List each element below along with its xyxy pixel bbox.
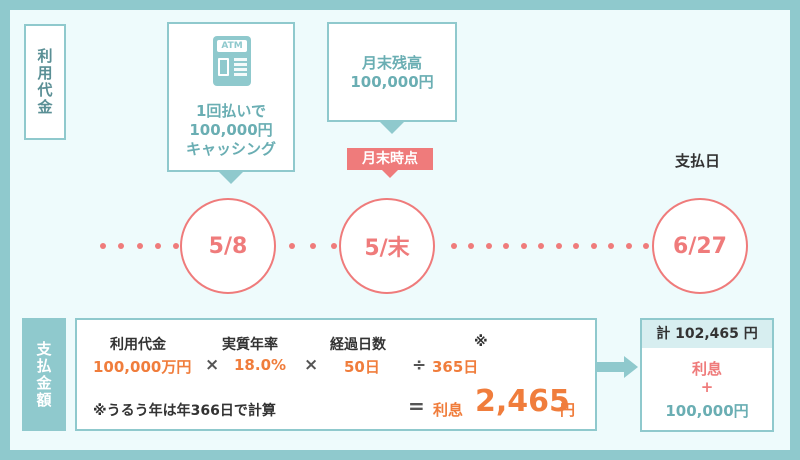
payment-day-label: 支払日 xyxy=(675,152,721,170)
timeline-dot xyxy=(485,243,492,249)
timeline-dot xyxy=(608,243,615,249)
equals-operator: = xyxy=(408,394,425,418)
timeline-dot xyxy=(331,243,337,249)
value-days: 50日 xyxy=(344,358,380,376)
interest-value: 2,465 xyxy=(475,384,570,419)
cash-slot-icon xyxy=(218,58,229,76)
formula-box: 利用代金 実質年率 経過日数 ※ 100,000万円 × 18.0% × 50日… xyxy=(75,318,597,431)
timeline-dot xyxy=(136,243,143,249)
timeline-dot xyxy=(573,243,580,249)
balance-callout: 月末残高 100,000円 xyxy=(327,22,457,122)
timeline-dot xyxy=(100,243,106,249)
cashing-text: 1回払いで 100,000円 キャッシング xyxy=(185,102,276,158)
interest-label: 利息 xyxy=(433,401,464,419)
header-rate: 実質年率 xyxy=(222,337,278,353)
result-arrow-head xyxy=(624,356,638,378)
date-circle-month-end: 5/末 xyxy=(339,198,435,294)
times-operator-2: × xyxy=(304,355,319,375)
timeline-dot xyxy=(173,243,179,249)
payment-side-label: 支払金額 xyxy=(22,318,66,431)
timeline-dot xyxy=(118,243,125,249)
header-note-mark: ※ xyxy=(474,334,488,350)
value-year-days: 365日 xyxy=(432,358,479,376)
timeline-dot xyxy=(625,243,632,249)
timeline-dot xyxy=(643,243,649,249)
result-interest-label: 利息 xyxy=(691,360,722,378)
times-operator-1: × xyxy=(205,355,220,375)
timeline-dot xyxy=(503,243,510,249)
atm-icon: ATM xyxy=(213,36,251,86)
result-arrow-shaft xyxy=(597,362,625,372)
value-usage: 100,000万円 xyxy=(93,358,192,376)
interest-unit: 円 xyxy=(560,401,576,419)
result-box: 計 102,465 円 利息 + 100,000円 xyxy=(640,318,774,432)
value-rate: 18.0% xyxy=(234,356,287,374)
result-plus: + xyxy=(700,378,714,396)
balance-callout-pointer xyxy=(378,120,406,134)
timeline-dot xyxy=(590,243,597,249)
date-circle-start: 5/8 xyxy=(180,198,276,294)
header-days: 経過日数 xyxy=(330,337,386,353)
cashing-callout-pointer xyxy=(217,170,245,184)
timeline-dot xyxy=(289,243,295,249)
date-circle-payment: 6/27 xyxy=(652,198,748,294)
keypad-icon xyxy=(234,58,247,76)
result-principal: 100,000円 xyxy=(665,402,749,420)
leap-year-note: ※うるう年は年366日で計算 xyxy=(93,403,276,419)
cashing-callout: ATM 1回払いで 100,000円 キャッシング xyxy=(167,22,295,172)
header-usage: 利用代金 xyxy=(110,337,166,353)
timeline-dot xyxy=(310,243,316,249)
month-end-tag-pointer xyxy=(382,170,398,178)
timeline-dot xyxy=(538,243,545,249)
timeline-dot xyxy=(451,243,457,249)
usage-side-label: 利用代金 xyxy=(24,24,66,140)
timeline-dot xyxy=(520,243,527,249)
timeline-dot xyxy=(555,243,562,249)
timeline-dot xyxy=(154,243,161,249)
result-total: 計 102,465 円 xyxy=(642,320,772,348)
divide-operator: ÷ xyxy=(412,355,427,375)
month-end-tag: 月末時点 xyxy=(347,148,433,170)
timeline-dot xyxy=(468,243,475,249)
